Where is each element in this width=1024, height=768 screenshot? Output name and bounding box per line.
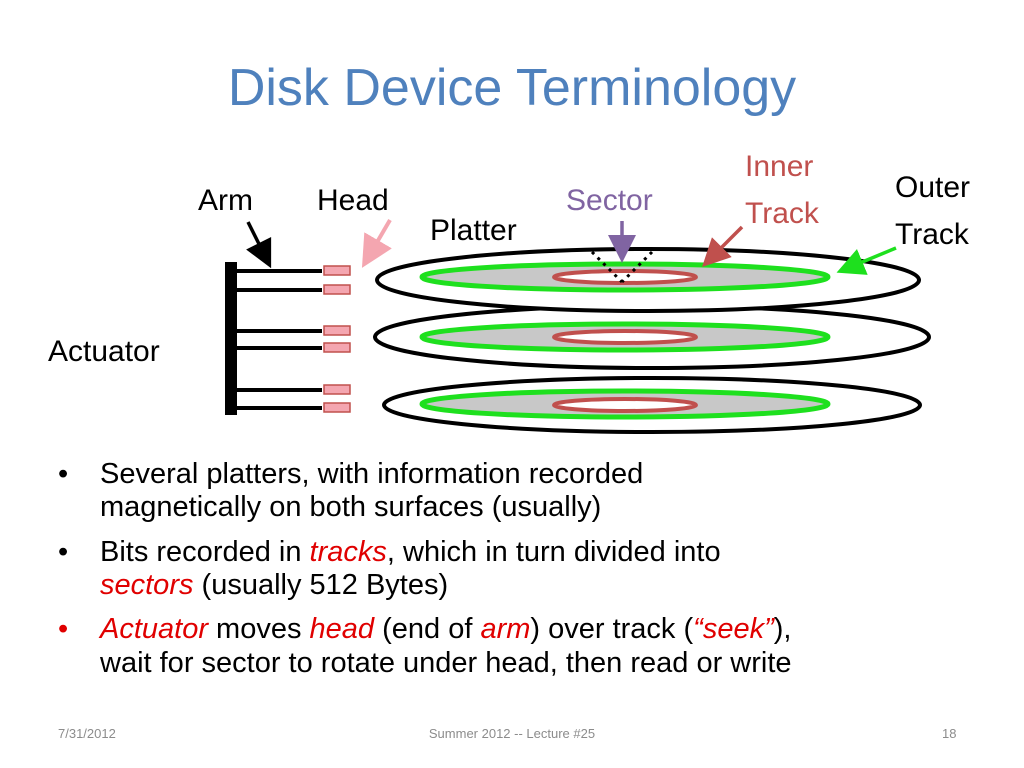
actuator-label: Actuator	[48, 335, 160, 368]
bullet-dot: •	[58, 613, 69, 646]
outer-track-label-line2: Track	[895, 218, 969, 251]
bullet-list: • Several platters, with information rec…	[58, 458, 988, 691]
bullet-item-2: • Bits recorded in tracks, which in turn…	[58, 535, 721, 602]
platter-1	[375, 247, 921, 313]
arm-arrow	[246, 221, 272, 269]
platter-2	[373, 304, 931, 370]
inner-track-arrow	[702, 225, 744, 267]
page-number: 18	[942, 726, 957, 741]
head-arrow	[361, 218, 392, 268]
outer-track-arrow	[836, 246, 897, 275]
arms	[237, 269, 322, 410]
head-label: Head	[317, 184, 389, 217]
footer-lecture: Summer 2012 -- Lecture #25	[428, 726, 596, 741]
outer-track-label-line1: Outer	[895, 171, 971, 204]
platter-3	[382, 376, 922, 434]
bullet-dot: •	[58, 458, 69, 490]
heads	[323, 265, 351, 413]
inner-track-label-line1: Inner	[745, 150, 814, 183]
sector-label: Sector	[566, 184, 653, 217]
bullet-dot: •	[58, 535, 69, 568]
inner-track-label-line2: Track	[745, 197, 819, 230]
footer-date: 7/31/2012	[58, 726, 116, 741]
platter-label: Platter	[430, 214, 517, 247]
bullet-item-3: • Actuator moves head (end of arm) over …	[58, 613, 792, 679]
slide-title: Disk Device Terminology	[227, 59, 797, 117]
bullet-item-1: • Several platters, with information rec…	[58, 458, 644, 524]
actuator-bar	[225, 262, 237, 415]
arm-label: Arm	[198, 184, 253, 217]
